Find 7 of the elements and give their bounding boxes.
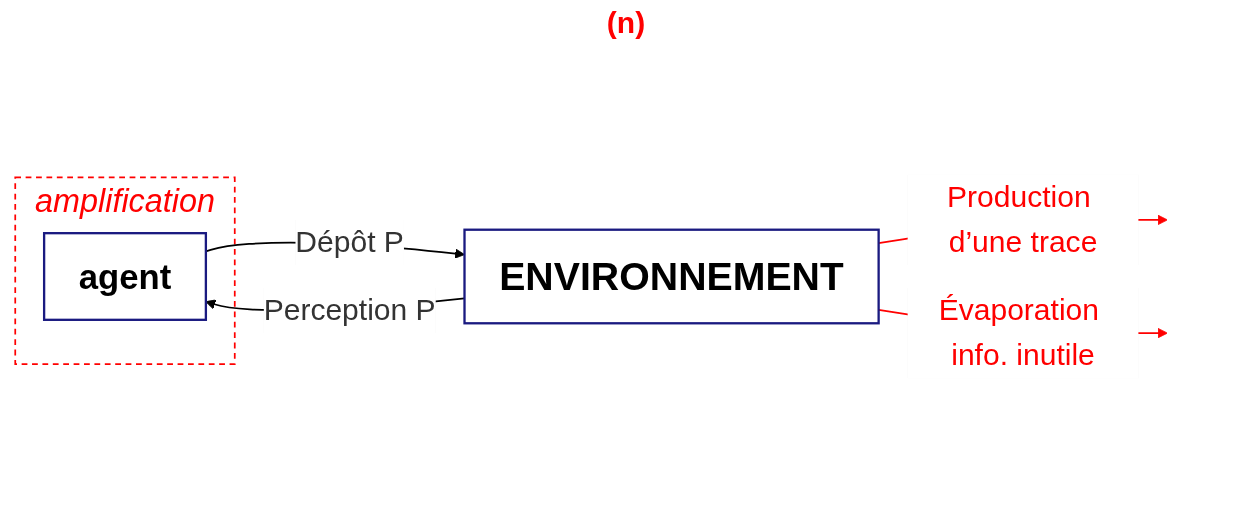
- edge-label: Perception P: [263, 292, 436, 328]
- node-box: agent: [42, 232, 208, 321]
- edge-label: Dépôt P: [295, 224, 404, 260]
- edge-label: Production d’une trace: [947, 179, 1098, 260]
- edge-label: Évaporation info. inutile: [938, 292, 1100, 373]
- node-box: ENVIRONNEMENT: [463, 228, 880, 325]
- annotation-text: (n): [606, 6, 646, 40]
